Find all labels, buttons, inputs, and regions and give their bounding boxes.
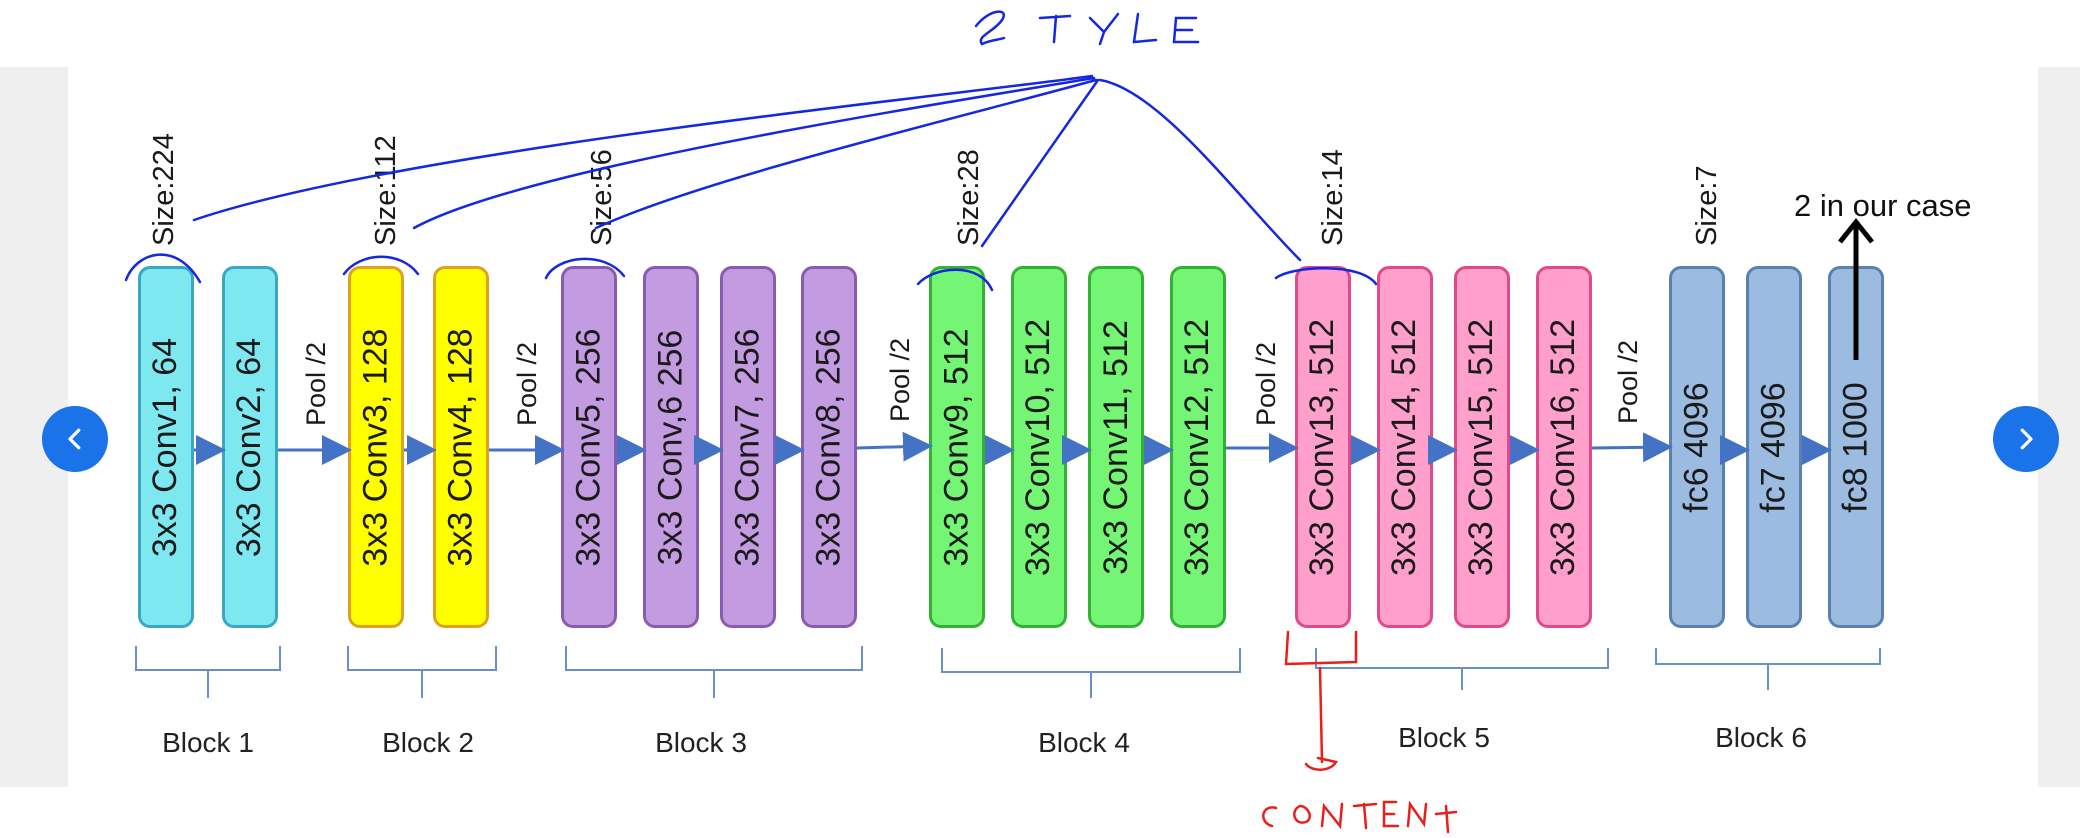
- layer-label: 3x3 Conv2, 64: [230, 337, 269, 557]
- next-button[interactable]: [1993, 406, 2059, 472]
- block-label: Block 1: [162, 727, 254, 758]
- layer-label: 3x3 Conv1, 64: [146, 337, 185, 557]
- layer-label: 3x3 Conv13, 512: [1303, 318, 1342, 576]
- layer-fc8: fc8 1000: [1828, 266, 1884, 628]
- layer-fc6: fc6 4096: [1669, 266, 1725, 628]
- size-label: Size:28: [953, 149, 985, 246]
- layer-label: 3x3 Conv12, 512: [1178, 318, 1217, 576]
- layer-label: 3x3 Conv5, 256: [569, 327, 608, 567]
- block-label: Block 6: [1715, 722, 1807, 753]
- pool-label: Pool /2: [512, 341, 542, 426]
- block-label: Block 3: [655, 727, 747, 758]
- layer-conv2: 3x3 Conv2, 64: [222, 266, 278, 628]
- size-label: Size:7: [1691, 165, 1723, 246]
- block-label: Block 4: [1038, 727, 1130, 758]
- layer-conv15: 3x3 Conv15, 512: [1454, 266, 1510, 628]
- block-label: Block 5: [1398, 722, 1490, 753]
- layer-conv8: 3x3 Conv8, 256: [801, 266, 857, 628]
- layer-label: 3x3 Conv15, 512: [1462, 318, 1501, 576]
- layer-label: 3x3 Conv16, 512: [1544, 318, 1583, 576]
- layer-label: 3x3 Conv4, 128: [441, 327, 480, 567]
- layer-conv1: 3x3 Conv1, 64: [138, 266, 194, 628]
- layer-conv7: 3x3 Conv7, 256: [720, 266, 776, 628]
- layer-conv6: 3x3 Conv,6 256: [643, 266, 699, 628]
- chevron-right-icon: [2020, 428, 2033, 450]
- layer-conv13: 3x3 Conv13, 512: [1295, 266, 1351, 628]
- layer-conv11: 3x3 Conv11, 512: [1088, 266, 1144, 628]
- layer-conv4: 3x3 Conv4, 128: [433, 266, 489, 628]
- layer-label: fc7 4096: [1754, 381, 1793, 513]
- layer-label: 3x3 Conv7, 256: [728, 327, 767, 567]
- previous-button[interactable]: [42, 406, 108, 472]
- chevron-left-icon: [68, 428, 81, 450]
- layer-label: 3x3 Conv9, 512: [937, 327, 976, 567]
- pool-label: Pool /2: [301, 341, 331, 426]
- layer-conv16: 3x3 Conv16, 512: [1536, 266, 1592, 628]
- layer-conv10: 3x3 Conv10, 512: [1011, 266, 1067, 628]
- pool-label: Pool /2: [1251, 341, 1281, 426]
- pool-label: Pool /2: [1613, 339, 1643, 424]
- size-label: Size:224: [148, 133, 180, 246]
- layer-label: 3x3 Conv,6 256: [651, 329, 690, 565]
- pool-label: Pool /2: [885, 337, 915, 422]
- layer-conv5: 3x3 Conv5, 256: [561, 266, 617, 628]
- layer-conv9: 3x3 Conv9, 512: [929, 266, 985, 628]
- block-label: Block 2: [382, 727, 474, 758]
- layer-label: 3x3 Conv10, 512: [1019, 318, 1058, 576]
- layer-label: fc6 4096: [1677, 381, 1716, 513]
- size-label: Size:112: [370, 135, 402, 246]
- layer-label: fc8 1000: [1836, 381, 1875, 513]
- layer-fc7: fc7 4096: [1746, 266, 1802, 628]
- size-label: Size:14: [1317, 149, 1349, 246]
- layer-label: 3x3 Conv3, 128: [356, 327, 395, 567]
- layer-label: 3x3 Conv14, 512: [1385, 318, 1424, 576]
- layer-conv14: 3x3 Conv14, 512: [1377, 266, 1433, 628]
- size-label: Size:56: [586, 149, 618, 246]
- output-note: 2 in our case: [1794, 188, 1972, 223]
- layer-conv12: 3x3 Conv12, 512: [1170, 266, 1226, 628]
- layer-label: 3x3 Conv11, 512: [1096, 319, 1135, 575]
- layer-conv3: 3x3 Conv3, 128: [348, 266, 404, 628]
- layer-label: 3x3 Conv8, 256: [809, 327, 848, 567]
